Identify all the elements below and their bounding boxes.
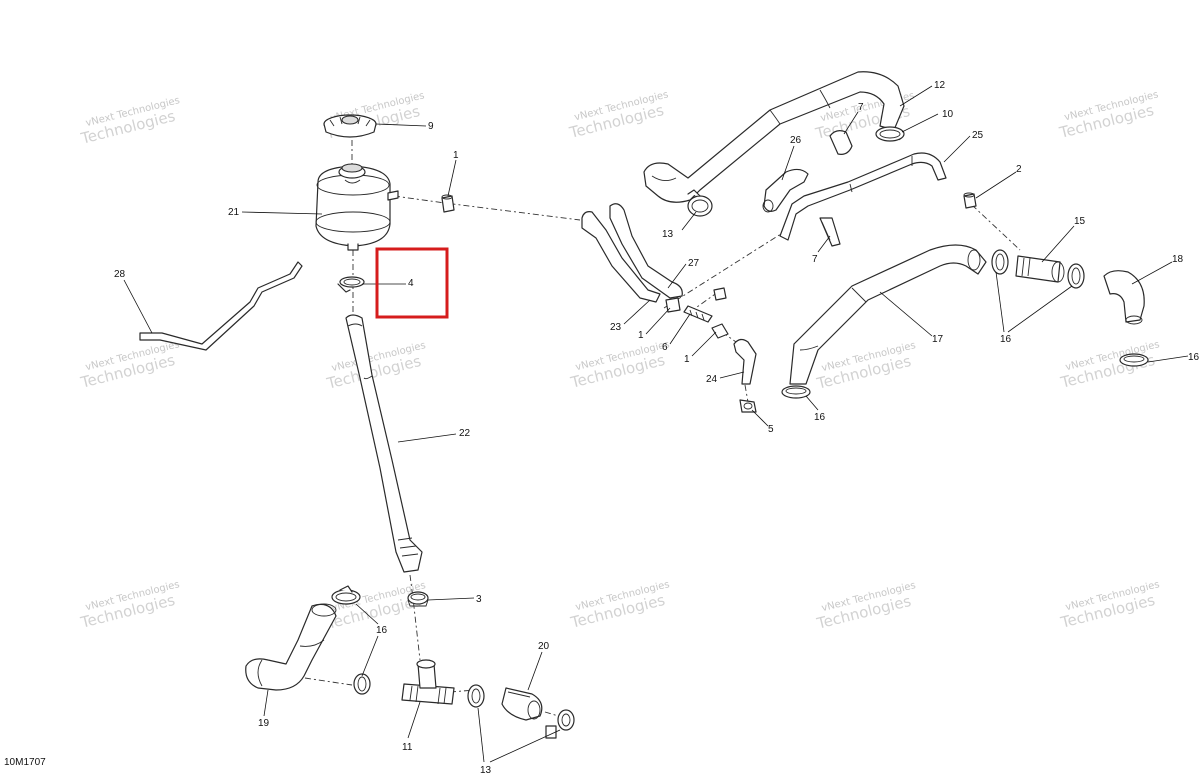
part-20-short-hose — [501, 687, 543, 721]
part-21-coolant-reservoir — [315, 163, 399, 251]
figure-reference-code: 10M1707 — [4, 757, 46, 768]
part-24-elbow — [733, 338, 757, 385]
callout-15: 15 — [1074, 216, 1086, 227]
callout-16: 16 — [1000, 334, 1012, 345]
callout-24: 24 — [706, 374, 718, 385]
part-1-fitting-lower — [711, 323, 729, 339]
part-16-clamp-right — [1119, 353, 1149, 367]
part-16-clamp-lower-middle — [781, 385, 811, 399]
callout-16: 16 — [814, 412, 826, 423]
part-13-clamp-upper — [687, 189, 713, 217]
part-13-clamp-middle — [467, 684, 485, 708]
callout-28: 28 — [114, 269, 126, 280]
part-26-small-hose — [762, 168, 809, 213]
part-15-fitting — [1015, 255, 1065, 283]
callout-23: 23 — [610, 322, 622, 333]
callout-2: 2 — [1016, 164, 1022, 175]
part-25-bypass-hose — [779, 152, 947, 241]
part-13-clamp-right — [545, 709, 575, 739]
part-27-hose — [581, 203, 683, 303]
callout-7: 7 — [812, 254, 818, 265]
callout-6: 6 — [662, 342, 668, 353]
part-28-overflow-hose — [139, 261, 303, 351]
callout-1: 1 — [684, 354, 690, 365]
part-22-main-coolant-hose — [345, 314, 423, 573]
callout-11: 11 — [402, 742, 413, 753]
callout-4: 4 — [408, 278, 414, 289]
watermarks: vNext Technologies Technologies vNext Te… — [78, 89, 1161, 633]
callout-1: 1 — [453, 150, 459, 161]
part-2-fitting — [963, 192, 977, 209]
callout-3: 3 — [476, 594, 482, 605]
callout-13: 13 — [662, 229, 674, 240]
callout-21: 21 — [228, 207, 240, 218]
part-10-clamp — [875, 126, 905, 142]
part-16-clamp-pair — [991, 249, 1085, 289]
callout-12: 12 — [934, 80, 946, 91]
part-1-fitting-top — [441, 194, 455, 213]
callout-5: 5 — [768, 424, 774, 435]
leader-lines — [123, 85, 1189, 763]
callout-16: 16 — [1188, 352, 1200, 363]
part-11-t-fitting — [401, 659, 455, 705]
callout-16: 16 — [376, 625, 388, 636]
callout-1: 1 — [638, 330, 644, 341]
callout-20: 20 — [538, 641, 550, 652]
callout-10: 10 — [942, 109, 954, 120]
part-19-elbow-hose — [245, 603, 337, 691]
assembly-lines — [304, 124, 1021, 719]
part-3-hose-clamp — [407, 591, 429, 607]
part-6-nipple — [683, 287, 727, 323]
callout-19: 19 — [258, 718, 270, 729]
part-13-clamp-small-left — [353, 673, 371, 695]
callout-7: 7 — [858, 102, 864, 113]
callout-26: 26 — [790, 135, 802, 146]
part-16-clamp-left — [331, 585, 361, 605]
highlight-box — [375, 247, 449, 319]
callout-labels: 9 1 21 28 4 22 3 16 19 11 20 13 26 7 12 … — [114, 80, 1200, 773]
part-4-hose-clamp — [337, 276, 365, 293]
part-7-clip-upper — [829, 130, 853, 155]
callout-22: 22 — [459, 428, 471, 439]
part-18-elbow-hose — [1103, 270, 1145, 325]
part-5-clamp — [739, 399, 757, 413]
callout-27: 27 — [688, 258, 700, 269]
part-9-reservoir-cap — [323, 114, 377, 138]
part-7-clip-lower — [819, 217, 841, 247]
callout-13: 13 — [480, 765, 492, 773]
part-17-lower-radiator-hose — [789, 244, 987, 385]
callout-18: 18 — [1172, 254, 1184, 265]
callout-25: 25 — [972, 130, 984, 141]
callout-17: 17 — [932, 334, 944, 345]
part-12-upper-radiator-hose — [643, 71, 905, 203]
callout-9: 9 — [428, 121, 434, 132]
